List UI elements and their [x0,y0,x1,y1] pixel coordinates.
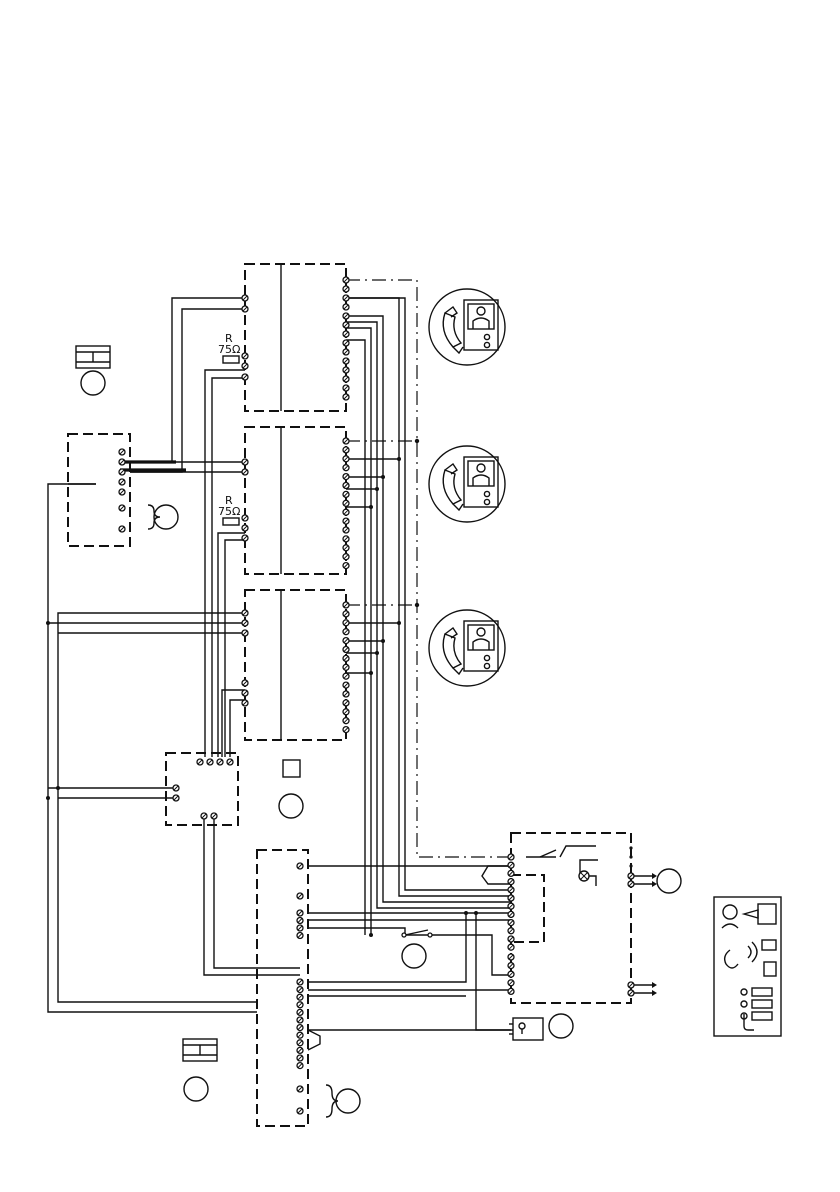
handset-monitor-icon [429,610,505,686]
resistor-75-ohm-2: R 75Ω [218,494,240,525]
resistor-value: 75Ω [218,343,240,356]
handset-monitor-icon [429,289,505,365]
handset-monitor-icon [429,446,505,522]
resistor-value: 75Ω [218,505,240,518]
resistor-75-ohm-1: R 75Ω [218,332,240,363]
monitor-unit-1 [245,264,346,411]
monitor-unit-3 [245,590,346,740]
door-lock-icon [509,1018,543,1040]
wiring [46,280,657,1050]
din-module-icon [76,346,110,368]
function-legend-icon [714,897,781,1036]
door-panel [511,833,631,1003]
din-module-icon [183,1039,217,1061]
reference-markers [81,371,681,1117]
monitor-unit-2 [245,427,346,574]
